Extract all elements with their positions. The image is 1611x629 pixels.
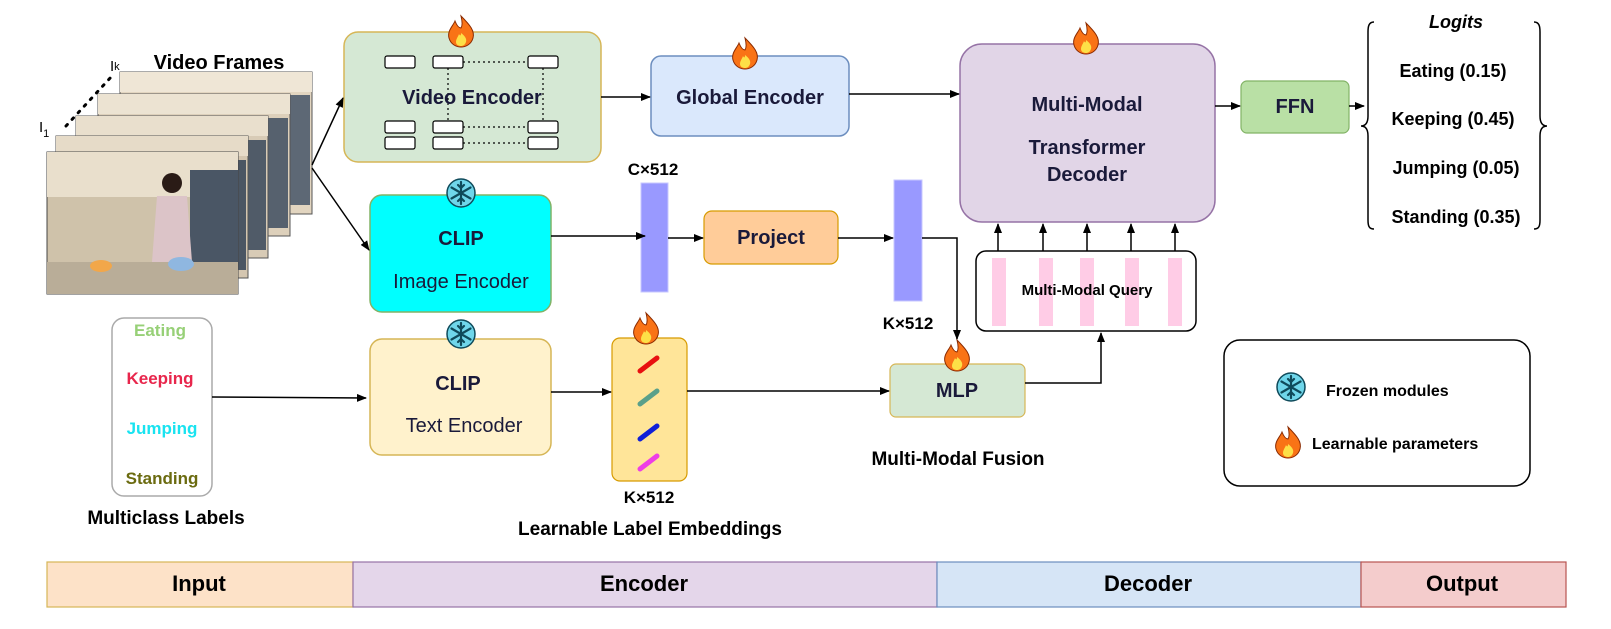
video-encoder-label: Video Encoder <box>402 87 542 109</box>
logit-jumping: Jumping (0.05) <box>1392 158 1519 178</box>
logit-keeping: Keeping (0.45) <box>1391 109 1514 129</box>
legend-snowflake-icon <box>1275 371 1307 403</box>
bowl-right <box>168 257 194 271</box>
legend-learnable-label: Learnable parameters <box>1312 436 1478 453</box>
video-frame-front <box>46 151 239 295</box>
stage-output <box>1360 561 1567 608</box>
logits-right-brace <box>1533 21 1548 230</box>
clip-text-subtitle: Text Encoder <box>406 415 523 437</box>
person-head <box>162 173 182 193</box>
ffn-label: FFN <box>1276 96 1315 118</box>
stage-decoder-label: Decoder <box>1104 571 1192 596</box>
arrow-labels-to-clip-text <box>211 393 367 402</box>
arrow-frames-to-clip-image <box>311 167 370 251</box>
embedding-token <box>637 423 660 442</box>
label-embeddings-title: Learnable Label Embeddings <box>518 519 782 540</box>
k512-projected-label: K×512 <box>883 314 934 333</box>
arrow-frames-to-video-encoder <box>311 97 344 166</box>
logits-title: Logits <box>1429 12 1483 32</box>
label-standing: Standing <box>126 469 199 488</box>
mlp-label: MLP <box>936 380 978 402</box>
global-encoder-flame-icon <box>732 37 758 70</box>
query-token <box>992 258 1006 326</box>
query-token <box>1080 258 1094 326</box>
video-frames-stack: I1 Ik <box>39 58 313 295</box>
label-embeddings-flame-icon <box>633 312 659 345</box>
fusion-title: Multi-Modal Fusion <box>871 449 1044 470</box>
clip-image-subtitle: Image Encoder <box>393 271 529 293</box>
clip-text-encoder-box <box>369 338 552 456</box>
query-token <box>1125 258 1139 326</box>
logit-eating: Eating (0.15) <box>1399 61 1506 81</box>
video-frames-label: Video Frames <box>154 52 285 74</box>
flow-arrows <box>211 90 1365 402</box>
bowl-left <box>90 260 112 272</box>
multiclass-labels-box <box>111 317 213 497</box>
legend-box <box>1223 339 1531 487</box>
image-feature-bar <box>640 182 669 293</box>
stage-bar: Input Encoder Decoder Output <box>46 561 1567 608</box>
label-jumping: Jumping <box>127 419 198 438</box>
video-encoder-token-grid <box>384 55 559 150</box>
frame-ellipsis <box>64 74 114 128</box>
global-encoder-label: Global Encoder <box>676 87 824 109</box>
arrow-mlp-to-query <box>1025 332 1105 384</box>
multimodal-query-label: Multi-Modal Query <box>1022 282 1153 299</box>
person-body <box>152 196 192 262</box>
embedding-token <box>637 453 660 472</box>
project-label: Project <box>737 227 805 249</box>
stage-input <box>46 561 354 608</box>
stage-decoder <box>936 561 1362 608</box>
query-token <box>1039 258 1053 326</box>
arrow-bar-to-mlp <box>922 237 961 340</box>
stage-encoder-label: Encoder <box>600 571 688 596</box>
video-encoder-dotted-links <box>447 61 544 144</box>
label-eating: Eating <box>134 321 186 340</box>
decoder-label-line3: Decoder <box>1047 164 1127 186</box>
query-token <box>1168 258 1182 326</box>
legend-frozen-label: Frozen modules <box>1326 383 1449 400</box>
video-encoder-flame-icon <box>448 15 474 48</box>
decoder-label-line1: Multi-Modal <box>1031 94 1142 116</box>
k512-embedding-label: K×512 <box>624 488 675 507</box>
clip-image-snowflake-icon <box>445 177 477 209</box>
decoder-label-line2: Transformer <box>1029 137 1146 159</box>
projected-feature-bar <box>893 179 923 302</box>
clip-text-snowflake-icon <box>445 318 477 350</box>
ffn-box <box>1240 80 1350 134</box>
embedding-token <box>637 355 660 374</box>
stage-output-label: Output <box>1426 571 1499 596</box>
decoder-flame-icon <box>1073 22 1099 55</box>
clip-image-encoder-box <box>369 194 552 313</box>
clip-text-title: CLIP <box>435 373 481 395</box>
label-keeping: Keeping <box>126 369 193 388</box>
transformer-decoder-box <box>959 43 1216 223</box>
frame-index-last: Ik <box>110 58 120 75</box>
clip-image-title: CLIP <box>438 228 484 250</box>
stage-input-label: Input <box>172 571 226 596</box>
mlp-flame-icon <box>944 339 970 372</box>
multiclass-labels-title: Multiclass Labels <box>87 508 244 529</box>
logits-left-brace <box>1360 21 1375 230</box>
frame-index-first: I1 <box>39 119 49 140</box>
c512-label: C×512 <box>628 160 679 179</box>
embedding-token <box>637 388 660 407</box>
logit-standing: Standing (0.35) <box>1391 207 1520 227</box>
